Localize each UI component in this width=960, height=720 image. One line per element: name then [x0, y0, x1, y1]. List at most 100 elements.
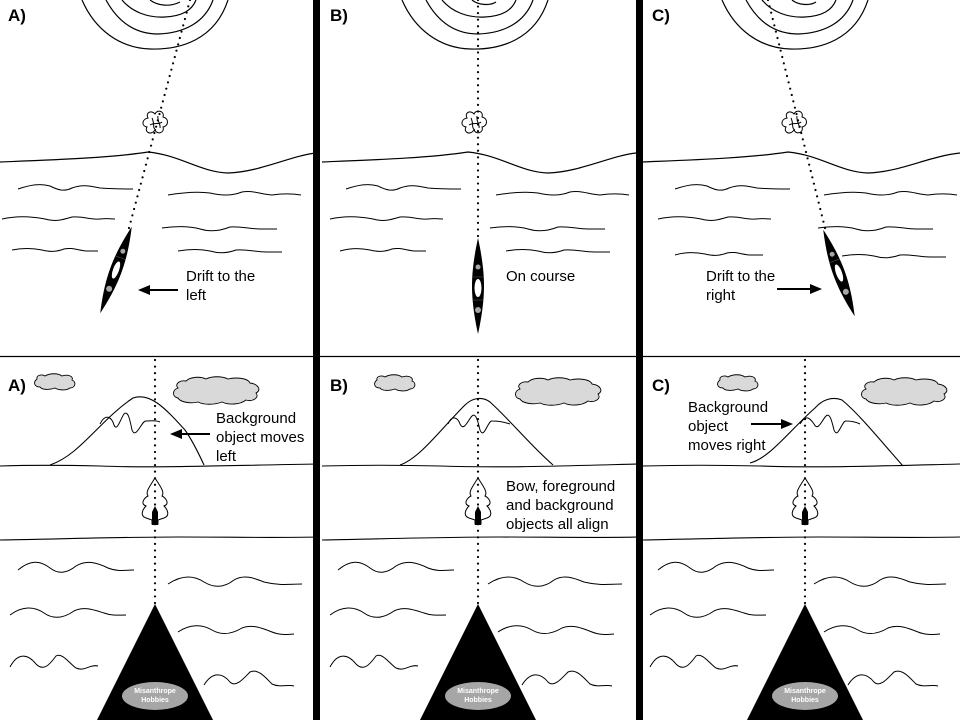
sight-dot [476, 221, 480, 224]
sight-dot [476, 457, 480, 460]
sight-dot [803, 470, 807, 473]
sight-dot [814, 188, 817, 192]
sight-dot [766, 0, 770, 2]
sight-dot [770, 11, 773, 14]
shoreline [642, 151, 960, 174]
sight-dot [803, 588, 807, 591]
sight-dot [476, 483, 480, 486]
sight-dot [153, 457, 157, 460]
sight-dot [476, 156, 480, 159]
shoreline [0, 151, 317, 174]
sight-dot [803, 496, 807, 500]
sight-dot [476, 490, 480, 493]
sight-dot [476, 202, 480, 205]
sight-dot [153, 555, 157, 559]
logo-line-2: Hobbies [141, 697, 169, 704]
sight-dot [173, 55, 176, 59]
contour-hill-icon [81, 0, 229, 50]
sight-dot [803, 542, 807, 545]
panel-a-bottom [0, 358, 319, 720]
sight-dot [476, 71, 480, 74]
sight-dot [166, 81, 170, 84]
kayak-icon [823, 229, 855, 317]
logo-text: Misanthrope Hobbies [443, 687, 513, 705]
panel-caption: Background object moves right [688, 399, 769, 454]
shoreline [321, 151, 637, 174]
horizon-line [321, 463, 639, 468]
horizon-line [642, 463, 960, 468]
sight-dot [476, 77, 480, 80]
sight-dot [803, 601, 807, 605]
sight-dot [132, 207, 136, 211]
panel-label: B) [330, 376, 348, 395]
sight-dot [136, 195, 139, 198]
sight-dot [153, 444, 157, 447]
sight-dot [476, 44, 480, 47]
sight-dot [476, 215, 480, 218]
panel-label: B) [330, 6, 348, 25]
logo-line-2: Hobbies [464, 697, 492, 704]
sight-dot [153, 365, 157, 368]
sight-dot [476, 411, 480, 414]
sight-dot [476, 503, 480, 506]
sight-dot [787, 81, 790, 84]
sight-dot [160, 106, 163, 109]
contour-hill-icon [721, 0, 869, 50]
cloud-small-icon [374, 374, 416, 392]
sight-dot [804, 150, 808, 154]
sight-dot [153, 391, 157, 394]
sight-dot [153, 582, 157, 585]
sight-dot [153, 398, 157, 401]
sight-dot [803, 424, 807, 427]
sight-dot [476, 444, 480, 447]
sight-dot [153, 372, 157, 375]
sight-dot [476, 418, 480, 421]
sight-dot [153, 477, 157, 480]
sight-dot [175, 49, 178, 52]
sight-dot [153, 509, 157, 513]
sight-dot [784, 68, 787, 71]
sight-dot [476, 169, 480, 172]
sight-dot [476, 562, 480, 565]
logo-badge [772, 682, 838, 710]
sight-dot [476, 523, 480, 526]
sight-dot [476, 569, 480, 572]
sight-dot [153, 575, 157, 578]
sight-dot [153, 503, 157, 506]
column-divider [313, 0, 320, 720]
sight-dot [153, 378, 157, 381]
sight-dot [476, 372, 480, 375]
sight-dot [795, 112, 798, 116]
sight-dot [476, 536, 480, 539]
panel-b-top [321, 0, 637, 334]
panel-c-top [642, 0, 960, 317]
sight-dot [808, 163, 811, 166]
sight-dot [476, 90, 480, 93]
sight-dot [803, 509, 807, 513]
sight-dot [803, 562, 807, 565]
sight-dot [822, 220, 825, 223]
sight-dot [476, 5, 480, 8]
sight-dot [158, 112, 161, 116]
sight-dot [139, 182, 142, 185]
sight-dot [476, 136, 480, 139]
sight-dot [141, 176, 144, 179]
sight-dot [803, 575, 807, 578]
sight-dot [131, 214, 134, 217]
sight-dot [776, 36, 779, 40]
sight-dot [476, 103, 480, 106]
panel-a-top [0, 0, 317, 314]
sight-dot [803, 549, 807, 552]
sight-dot [153, 542, 157, 545]
sight-dot [153, 523, 157, 526]
sight-dot [803, 391, 807, 394]
sight-dot [187, 5, 190, 8]
sight-dot [817, 201, 820, 204]
sight-dot [793, 106, 797, 109]
sight-dot [806, 157, 809, 160]
mountain-icon [749, 397, 904, 467]
sight-dot [476, 378, 480, 381]
sight-dot [774, 30, 778, 33]
sight-dot [153, 588, 157, 591]
